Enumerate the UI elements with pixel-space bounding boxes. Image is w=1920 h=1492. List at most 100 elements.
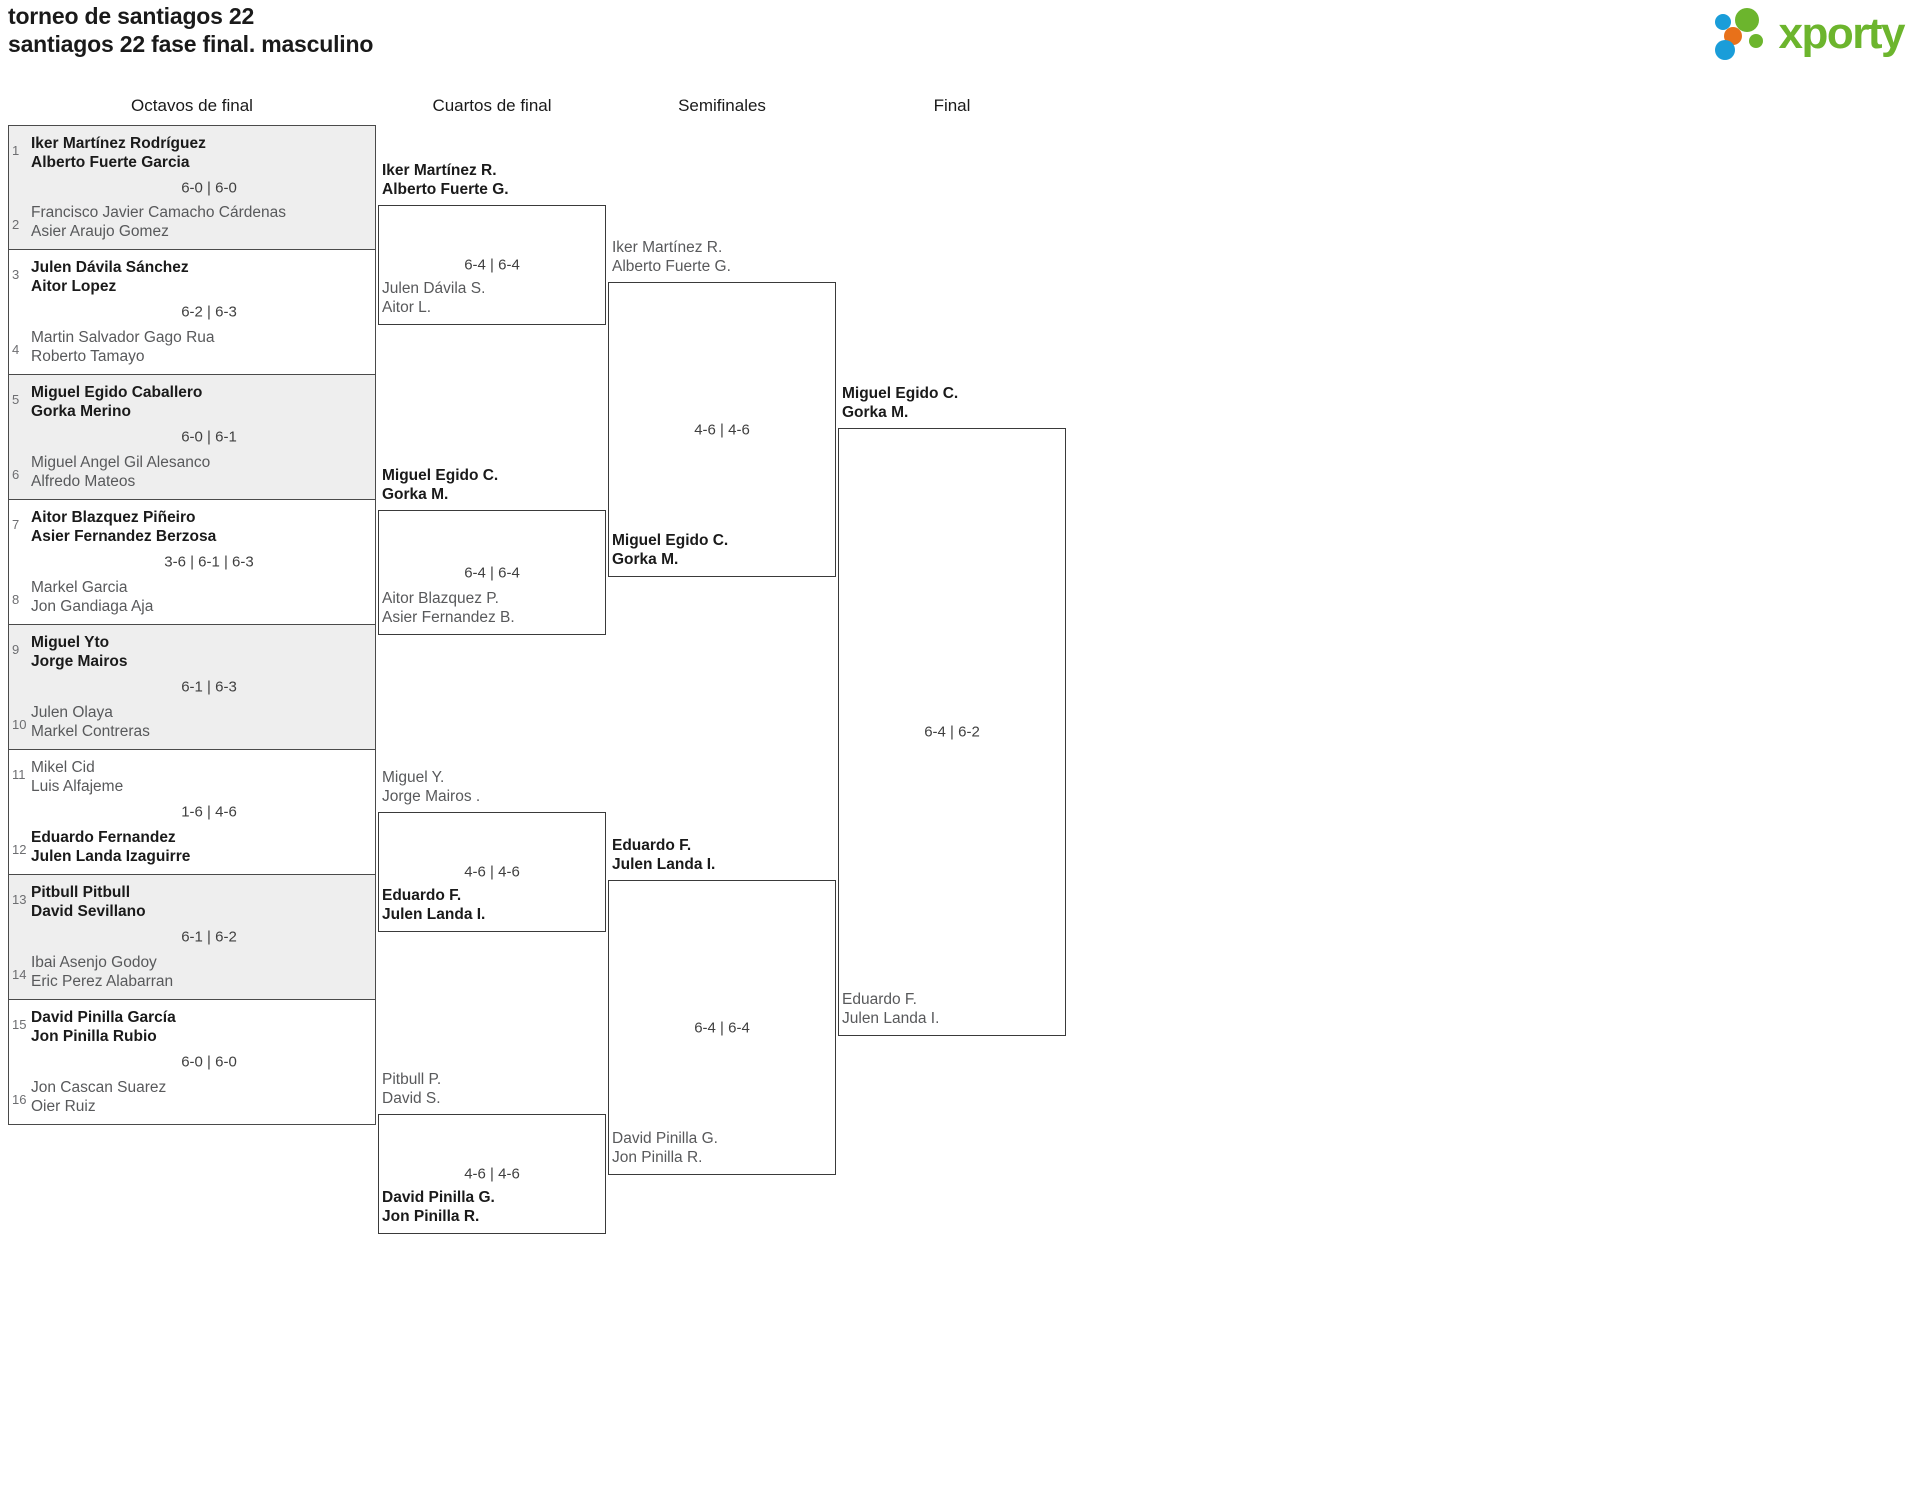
player-name: Francisco Javier Camacho Cárdenas bbox=[31, 204, 286, 221]
player-name: Jon Pinilla Rubio bbox=[31, 1028, 157, 1045]
player-name: Martin Salvador Gago Rua bbox=[31, 329, 215, 346]
seed-number: 9 bbox=[12, 642, 20, 657]
seed-number: 5 bbox=[12, 392, 20, 407]
match-score: 4-6 | 4-6 bbox=[694, 421, 750, 438]
seed-number: 15 bbox=[12, 1017, 27, 1032]
logo-dots-icon bbox=[1711, 8, 1773, 60]
round2-team-top[interactable]: Miguel Y. Jorge Mairos . bbox=[382, 768, 480, 806]
match-score: 6-1 | 6-2 bbox=[181, 928, 237, 946]
player-name: Iker Martínez Rodríguez bbox=[31, 135, 206, 152]
player-name: David Pinilla G. bbox=[612, 1130, 718, 1147]
player-name: Julen Landa I. bbox=[612, 856, 716, 873]
round4-team-top[interactable]: Miguel Egido C.Gorka M. bbox=[842, 384, 958, 422]
round-header-octavos: Octavos de final bbox=[131, 96, 253, 115]
player-name: Aitor Blazquez Piñeiro bbox=[31, 509, 196, 526]
seed-number: 4 bbox=[12, 342, 20, 357]
player-name: David Pinilla García bbox=[31, 1009, 176, 1026]
seed-number: 6 bbox=[12, 467, 20, 482]
round2-team-top[interactable]: Miguel Egido C.Gorka M. bbox=[382, 466, 498, 504]
page-header: torneo de santiagos 22 santiagos 22 fase… bbox=[0, 0, 1920, 70]
match-score: 6-4 | 6-2 bbox=[924, 723, 980, 741]
player-name: Jorge Mairos . bbox=[382, 788, 481, 805]
seed-number: 8 bbox=[12, 592, 20, 607]
seed-number: 16 bbox=[12, 1092, 27, 1107]
round2-team-bottom[interactable]: Aitor Blazquez P. Asier Fernandez B. bbox=[382, 589, 515, 627]
player-name: Oier Ruiz bbox=[31, 1098, 96, 1115]
round3-team-top[interactable]: Iker Martínez R.Alberto Fuerte G. bbox=[612, 238, 731, 276]
round2-team-bottom[interactable]: Julen Dávila S. Aitor L. bbox=[382, 279, 485, 317]
player-name: Miguel Egido C. bbox=[382, 467, 499, 484]
seed-number: 7 bbox=[12, 517, 20, 532]
player-name: Eduardo F. bbox=[612, 837, 692, 854]
match-score: 3-6 | 6-1 | 6-3 bbox=[164, 553, 254, 571]
round-header-semifinales: Semifinales bbox=[678, 96, 766, 115]
player-name: Luis Alfajeme bbox=[31, 778, 124, 795]
round2-team-bottom[interactable]: David Pinilla G.Jon Pinilla R. bbox=[382, 1188, 495, 1226]
match-score: 6-0 | 6-0 bbox=[181, 179, 237, 196]
match-score: 6-0 | 6-0 bbox=[181, 1053, 237, 1071]
round2-team-top[interactable]: Iker Martínez R.Alberto Fuerte G. bbox=[382, 161, 509, 199]
round2-team-bottom[interactable]: Eduardo F.Julen Landa I. bbox=[382, 886, 485, 924]
round2-team-top[interactable]: Pitbull P.David S. bbox=[382, 1070, 441, 1108]
round3-team-bottom[interactable]: Miguel Egido C.Gorka M. bbox=[612, 531, 728, 569]
round2-bracket-box[interactable]: 4-6 | 4-6 bbox=[378, 812, 606, 932]
player-name: Asier Araujo Gomez bbox=[31, 223, 169, 240]
seed-number: 12 bbox=[12, 842, 27, 857]
player-name: Alfredo Mateos bbox=[31, 473, 136, 490]
xporty-logo[interactable]: xporty bbox=[1711, 8, 1906, 60]
player-name: Alberto Fuerte G. bbox=[612, 258, 731, 275]
player-name: Julen Olaya bbox=[31, 704, 113, 721]
player-name: Aitor Blazquez P. bbox=[382, 590, 499, 607]
player-name: Jon Cascan Suarez bbox=[31, 1079, 167, 1096]
match-score: 6-0 | 6-1 bbox=[181, 428, 237, 446]
round3-team-top[interactable]: Eduardo F. Julen Landa I. bbox=[612, 836, 715, 874]
round2-bracket-box[interactable]: 6-4 | 6-4 bbox=[378, 510, 606, 635]
match-score: 6-1 | 6-3 bbox=[181, 678, 237, 696]
player-name: Julen Dávila S. bbox=[382, 280, 486, 297]
round2-bracket-box[interactable]: 4-6 | 4-6 bbox=[378, 1114, 606, 1234]
player-name: Iker Martínez R. bbox=[382, 162, 497, 179]
player-name: Julen Dávila Sánchez bbox=[31, 259, 189, 276]
round4-team-bottom[interactable]: Eduardo F.Julen Landa I. bbox=[842, 990, 939, 1028]
player-name: David Pinilla G. bbox=[382, 1189, 495, 1206]
round3-bracket-box[interactable]: 4-6 | 4-6 bbox=[608, 282, 836, 577]
round2-bracket-box[interactable]: 6-4 | 6-4 bbox=[378, 205, 606, 325]
player-name: Gorka M. bbox=[842, 404, 909, 421]
round3-team-bottom[interactable]: David Pinilla G.Jon Pinilla R. bbox=[612, 1129, 718, 1167]
round4-bracket-box[interactable]: 6-4 | 6-2 bbox=[838, 428, 1066, 1036]
player-name: Aitor L. bbox=[382, 299, 432, 316]
round3-bracket-box[interactable]: 6-4 | 6-4 bbox=[608, 880, 836, 1175]
player-name: Asier Fernandez B. bbox=[382, 609, 515, 626]
player-name: Julen Landa I. bbox=[382, 906, 486, 923]
player-name: Gorka M. bbox=[612, 551, 679, 568]
logo-wordmark: xporty bbox=[1778, 9, 1906, 58]
match-score: 6-4 | 6-4 bbox=[464, 564, 520, 581]
player-name: Miguel Y. bbox=[382, 769, 445, 786]
player-name: Julen Landa Izaguirre bbox=[31, 848, 191, 865]
